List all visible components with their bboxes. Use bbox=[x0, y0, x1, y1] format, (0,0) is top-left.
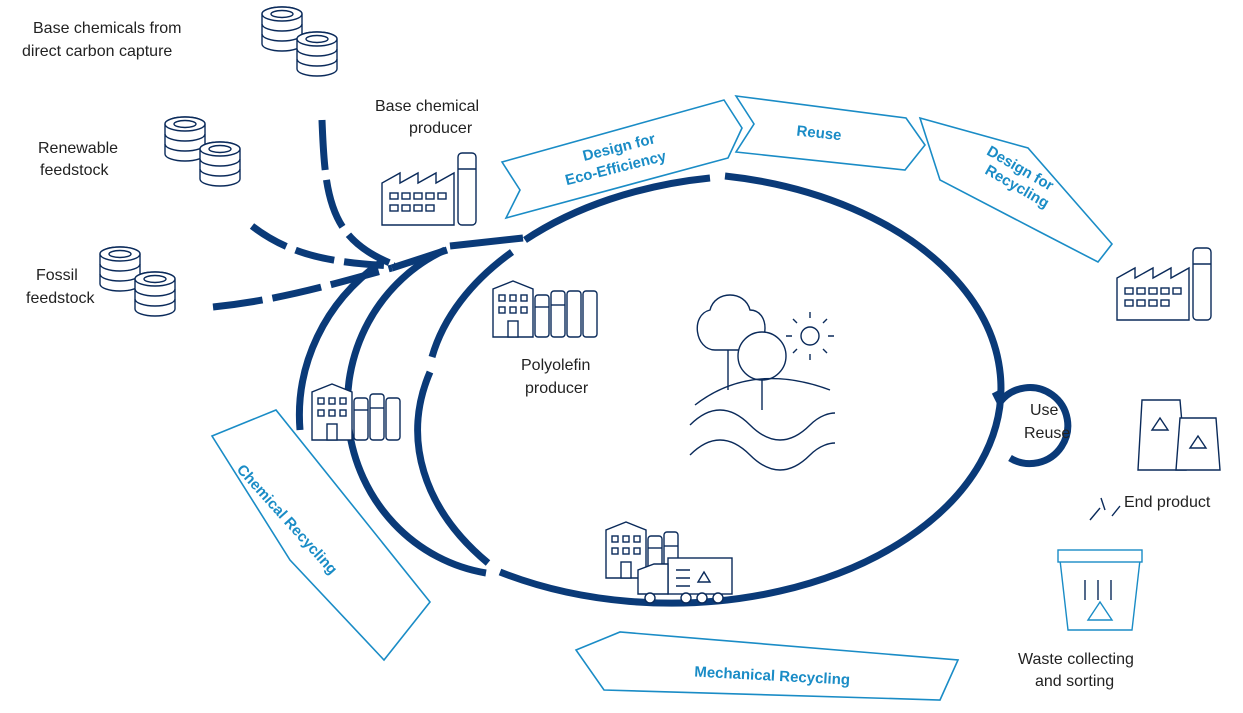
base-chemical-factory-icon bbox=[381, 152, 477, 226]
waste-bin-icon bbox=[1057, 497, 1143, 631]
banner-chemical-recycling: Chemical Recycling bbox=[210, 409, 432, 662]
banner-mechanical-recycling: Mechanical Recycling bbox=[574, 631, 960, 701]
label-waste-line2: and sorting bbox=[1035, 673, 1114, 690]
fossil-feedstock-icon bbox=[99, 246, 176, 317]
label-dcc-line1: Base chemicals from bbox=[33, 20, 182, 37]
nature-landscape-icon bbox=[689, 294, 836, 471]
label-renewable-line2: feedstock bbox=[40, 162, 109, 179]
banner-design-recycling: Design for Recycling bbox=[918, 116, 1114, 264]
chemical-recycling-plant-icon bbox=[311, 383, 401, 441]
label-fossil-line2: feedstock bbox=[26, 290, 95, 307]
label-end-product: End product bbox=[1124, 494, 1211, 511]
banner-reuse: Reuse bbox=[734, 94, 926, 171]
mechanical-recycling-truck-icon bbox=[605, 521, 733, 604]
banner-reuse-label: Reuse bbox=[796, 123, 843, 145]
end-product-factory-icon bbox=[1116, 247, 1212, 321]
polyolefin-plant-icon bbox=[492, 280, 598, 338]
label-polyolefin-line1: Polyolefin bbox=[521, 357, 590, 374]
banner-design-eco-efficiency: Design for Eco-Efficiency bbox=[500, 99, 743, 220]
label-base-producer-line2: producer bbox=[409, 120, 473, 137]
use-reuse-loop bbox=[991, 384, 1072, 468]
feedstock-flows bbox=[212, 119, 449, 311]
label-waste-line1: Waste collecting bbox=[1018, 651, 1134, 668]
end-product-bags-icon bbox=[1137, 399, 1221, 471]
label-use: Use bbox=[1030, 402, 1059, 419]
label-renewable-line1: Renewable bbox=[38, 140, 118, 157]
label-reuse: Reuse bbox=[1024, 425, 1070, 442]
label-polyolefin-line2: producer bbox=[525, 380, 589, 397]
dcc-feedstock-icon bbox=[261, 6, 338, 77]
label-base-producer-line1: Base chemical bbox=[375, 98, 479, 115]
label-dcc-line2: direct carbon capture bbox=[22, 43, 172, 60]
renewable-feedstock-icon bbox=[164, 116, 241, 187]
label-fossil-line1: Fossil bbox=[36, 267, 78, 284]
